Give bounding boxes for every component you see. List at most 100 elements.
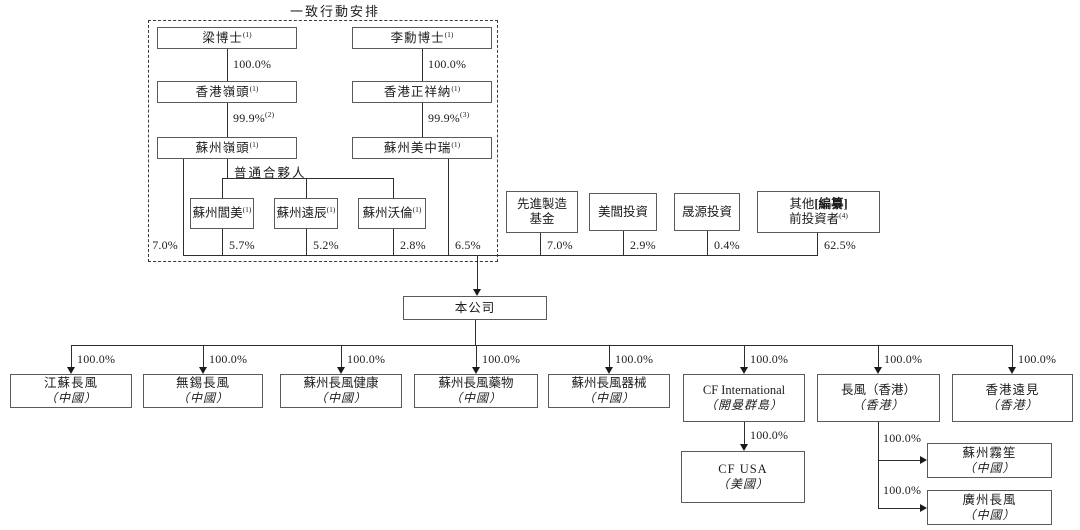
node-dr-liang: 梁博士(1) <box>157 27 297 49</box>
arrowhead-into-wusheng <box>920 456 927 464</box>
node-label: 蘇州遠辰(1) <box>276 204 336 220</box>
node-label: 香港正祥納(1) <box>383 83 461 99</box>
pct-co-health: 100.0% <box>347 352 386 366</box>
node-jurisdiction: （中國） <box>582 391 635 405</box>
node-advanced-manufacturing-fund: 先進製造 基金 <box>506 191 578 233</box>
pct-hkzxn-szmzr: 99.9%(3) <box>428 110 470 125</box>
pct-co-pharma: 100.0% <box>482 352 521 366</box>
pct-hklingtou-szlingtou: 99.9%(2) <box>233 110 275 125</box>
node-sz-lingtou: 蘇州嶺頭(1) <box>157 137 297 159</box>
pct-cfhk-wusheng: 100.0% <box>883 431 922 445</box>
node-label: 香港遠見 <box>985 383 1040 397</box>
arrowhead-into-cfusa <box>740 444 748 451</box>
line-advmfg-to-bus <box>540 233 541 256</box>
node-label: 其他[編纂] <box>789 197 848 211</box>
node-hk-lingtou: 香港嶺頭(1) <box>157 81 297 103</box>
node-jurisdiction: （中國） <box>44 391 97 405</box>
line-hkzxn-to-szmzr <box>422 103 423 137</box>
node-label: 前投資者(4) <box>789 210 848 226</box>
line-subsidiaries-bus <box>71 345 1013 346</box>
node-sz-yuanchen: 蘇州遠辰(1) <box>274 198 338 229</box>
pct-other-co: 62.5% <box>824 238 856 252</box>
node-wuxi-cf: 無錫長風 （中國） <box>143 374 263 408</box>
node-other-pre-investors: 其他[編纂] 前投資者(4) <box>757 191 880 233</box>
node-jurisdiction: （香港） <box>986 398 1039 412</box>
node-label: 先進製造 <box>516 197 567 211</box>
line-drop-health <box>341 345 342 368</box>
pct-szlingtou-co: 7.0% <box>152 238 178 252</box>
line-other-to-bus <box>817 233 818 256</box>
line-drop-cfhk <box>878 345 879 368</box>
line-li-to-hkzxn <box>422 49 423 81</box>
concert-group-dashed-box <box>148 20 498 262</box>
node-jiangsu-cf: 江蘇長風 （中國） <box>10 374 132 408</box>
line-drop-jiangsu <box>71 345 72 368</box>
node-sz-cf-health: 蘇州長風健康 （中國） <box>280 374 402 408</box>
node-label: 蘇州霧笙 <box>962 445 1017 460</box>
line-szlingtou-gp-stem <box>227 159 228 178</box>
node-jurisdiction: （香港） <box>852 398 905 412</box>
node-jurisdiction: （中國） <box>449 391 502 405</box>
node-label: 江蘇長風 <box>43 376 98 390</box>
arrowhead-into-cfintl <box>740 367 748 374</box>
arrowhead-into-jiangsu <box>67 367 75 374</box>
node-label: 蘇州長風健康 <box>303 376 379 390</box>
pct-liang-hklingtou: 100.0% <box>233 57 272 71</box>
node-guangzhou-cf: 廣州長風 （中國） <box>927 490 1052 525</box>
node-sz-cf-device: 蘇州長風器械 （中國） <box>548 374 670 408</box>
pct-advmfg-co: 7.0% <box>547 238 573 252</box>
pct-co-device: 100.0% <box>615 352 654 366</box>
node-label: CF International <box>702 383 786 397</box>
line-drop-cfintl <box>744 345 745 368</box>
line-drop-pharma <box>476 345 477 368</box>
line-gp-drop-yuanchen <box>306 178 307 198</box>
pct-cfintl-cfusa: 100.0% <box>750 428 789 442</box>
arrowhead-into-yuanjian <box>1008 367 1016 374</box>
node-label: 基金 <box>529 212 555 226</box>
node-label: 美閭投資 <box>597 204 648 219</box>
node-label: 無錫長風 <box>175 376 230 390</box>
line-gp-drop-wolun <box>393 178 394 198</box>
line-drop-yuanjian <box>1012 345 1013 368</box>
line-szmzr-to-bus <box>448 159 449 256</box>
pct-yuanchen-co: 5.2% <box>313 238 339 252</box>
node-jurisdiction: （開曼群島） <box>704 398 783 412</box>
node-jurisdiction: （中國） <box>314 391 367 405</box>
arrowhead-into-company <box>473 289 481 296</box>
node-label: 蘇州長風器械 <box>571 376 647 390</box>
pct-shengyuan-co: 0.4% <box>714 238 740 252</box>
node-hk-yuanjian: 香港遠見 （香港） <box>952 374 1073 422</box>
node-label: 香港嶺頭(1) <box>195 83 259 99</box>
node-sz-lvmei: 蘇州閭美(1) <box>190 198 254 229</box>
line-drop-device <box>609 345 610 368</box>
arrowhead-into-health <box>337 367 345 374</box>
line-cfhk-spine <box>878 422 879 508</box>
node-jurisdiction: （美國） <box>716 477 769 491</box>
node-label: 蘇州嶺頭(1) <box>195 139 259 155</box>
node-sz-meizhongrui: 蘇州美中瑞(1) <box>352 137 492 159</box>
node-label: 蘇州沃倫(1) <box>362 204 422 220</box>
arrowhead-into-wuxi <box>199 367 207 374</box>
pct-meilv-co: 2.9% <box>630 238 656 252</box>
line-cfhk-to-wusheng <box>878 460 921 461</box>
node-hk-zhengxiangna: 香港正祥納(1) <box>352 81 492 103</box>
node-dr-li: 李勳博士(1) <box>352 27 492 49</box>
node-sz-wolun: 蘇州沃倫(1) <box>358 198 426 229</box>
node-cf-international: CF International （開曼群島） <box>683 374 805 422</box>
pct-co-yuanjian: 100.0% <box>1018 352 1057 366</box>
line-bus-to-company <box>477 255 478 289</box>
node-cf-usa: CF USA （美國） <box>681 451 805 503</box>
node-label: 蘇州長風藥物 <box>438 376 514 390</box>
line-cfhk-to-guangzhou <box>878 508 921 509</box>
pct-co-cfintl: 100.0% <box>750 352 789 366</box>
line-gp-drop-lvmei <box>222 178 223 198</box>
line-meilv-to-bus <box>623 231 624 256</box>
node-label: 本公司 <box>454 300 496 315</box>
pct-cfhk-guangzhou: 100.0% <box>883 483 922 497</box>
node-label: 長風（香港） <box>840 383 916 397</box>
pct-szmzr-co: 6.5% <box>455 238 481 252</box>
node-sz-wusheng: 蘇州霧笙 （中國） <box>927 443 1052 478</box>
node-label: 蘇州美中瑞(1) <box>383 139 461 155</box>
pct-co-cfhk: 100.0% <box>884 352 923 366</box>
